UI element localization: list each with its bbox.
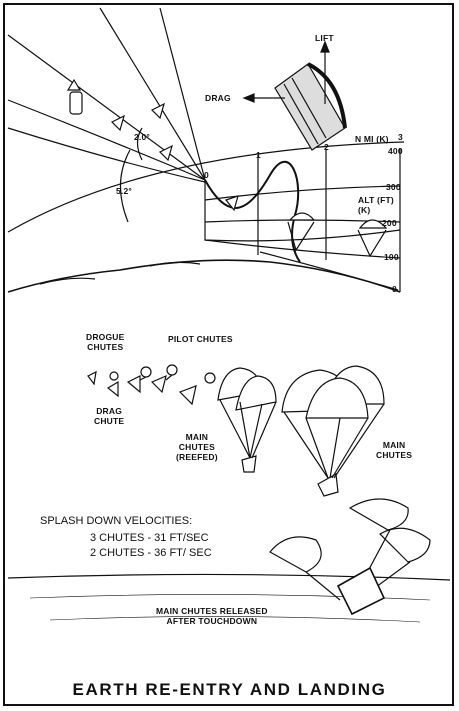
alt-tick-0: 400	[388, 146, 403, 156]
splashdown-scene	[7, 498, 451, 623]
deployment-sequence	[87, 364, 216, 406]
alt-grid-300	[204, 185, 401, 201]
range-tick-2: 2	[324, 142, 329, 152]
range-tick-3: 3	[398, 132, 403, 142]
earth-horizon	[7, 259, 401, 293]
trajectory-ray-1	[99, 7, 206, 181]
range-tick-1: 1	[256, 150, 261, 160]
border-frame	[3, 3, 454, 706]
cloud-2	[149, 261, 201, 267]
release-note: MAIN CHUTES RELEASED AFTER TOUCHDOWN	[156, 606, 268, 626]
alt-tick-4: 0	[392, 284, 397, 294]
entry-corridor-lower	[7, 127, 206, 183]
pilot-chutes-label: PILOT CHUTES	[168, 334, 233, 344]
cloud-1	[39, 277, 96, 285]
trajectory-chutes	[287, 212, 388, 258]
main-chutes-label: MAIN CHUTES	[376, 440, 413, 460]
range-axis-label: N MI (K)	[355, 134, 389, 144]
angle-arc-small	[136, 127, 143, 161]
alt-tick-1: 300	[386, 182, 401, 192]
mini-capsules	[66, 78, 239, 212]
sea-surface	[7, 573, 451, 581]
drogue-chutes-label: DROGUE CHUTES	[86, 332, 125, 352]
range-tick-0: 0	[204, 170, 209, 180]
splashdown-heading: SPLASH DOWN VELOCITIES:	[40, 515, 193, 527]
atmosphere-arc	[7, 141, 405, 233]
drag-chute-label: DRAG CHUTE	[94, 406, 125, 426]
reefed-main-chutes	[217, 367, 277, 473]
alt-tick-3: 100	[384, 252, 399, 262]
splashdown-line-1: 3 CHUTES - 31 FT/SEC	[90, 532, 209, 544]
drag-label: DRAG	[205, 93, 231, 103]
reentry-path	[204, 160, 301, 263]
alt-tick-2: 200	[382, 218, 397, 228]
grid-base	[204, 180, 401, 242]
main-chutes	[281, 365, 385, 497]
main-chutes-reefed-label: MAIN CHUTES (REEFED)	[176, 432, 218, 462]
trajectory-ray-2	[159, 7, 206, 181]
lift-label: LIFT	[315, 33, 334, 43]
command-module-drawing	[242, 40, 347, 151]
page-title: EARTH RE-ENTRY AND LANDING	[72, 680, 387, 699]
angle-large-label: 5.2°	[116, 186, 133, 196]
angle-arc-large	[119, 149, 131, 223]
alt-grid-100	[204, 239, 401, 259]
angle-small-label: 2.0°	[134, 132, 151, 142]
splashdown-line-2: 2 CHUTES - 36 FT/ SEC	[90, 547, 212, 559]
trajectory-ray-3	[7, 34, 206, 181]
entry-corridor-upper	[7, 99, 206, 181]
alt-axis-label: ALT (FT) (K)	[358, 195, 394, 215]
